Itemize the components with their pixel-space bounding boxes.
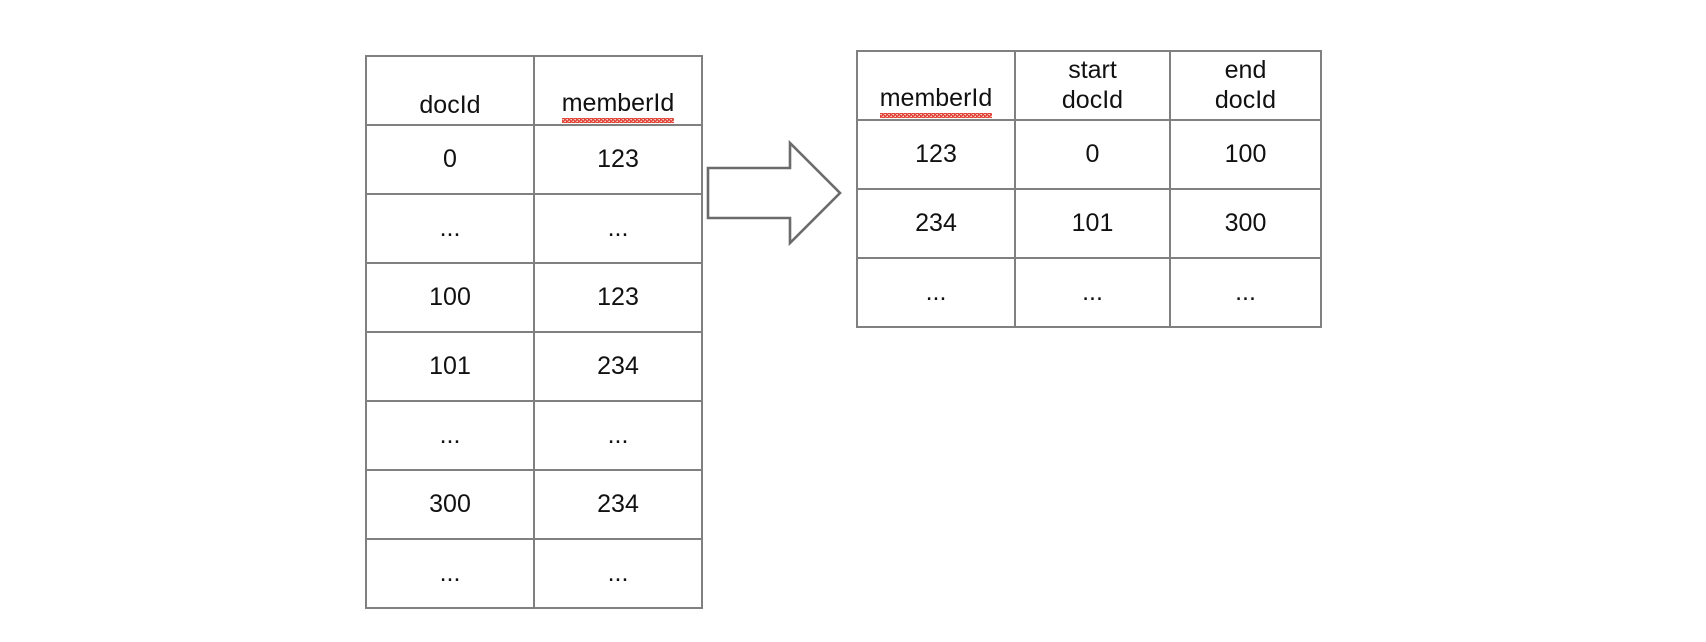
block-arrow-right-icon bbox=[706, 139, 842, 247]
table-row: ... ... bbox=[365, 400, 703, 471]
column-header-end-docid: end docId bbox=[1169, 50, 1322, 121]
table-row: 300 234 bbox=[365, 469, 703, 540]
cell-end-docid: 100 bbox=[1169, 119, 1322, 190]
block-arrow-right-svg bbox=[706, 139, 842, 247]
cell-memberid: ... bbox=[533, 193, 703, 264]
table-row: 100 123 bbox=[365, 262, 703, 333]
cell-memberid: ... bbox=[533, 538, 703, 609]
cell-memberid: 123 bbox=[533, 124, 703, 195]
column-header-start-docid: start docId bbox=[1014, 50, 1171, 121]
cell-start-docid: 0 bbox=[1014, 119, 1171, 190]
cell-docid: 100 bbox=[365, 262, 535, 333]
cell-memberid: 123 bbox=[856, 119, 1016, 190]
cell-memberid: 123 bbox=[533, 262, 703, 333]
column-header-memberid-label: memberId bbox=[561, 89, 674, 122]
cell-memberid: 234 bbox=[533, 469, 703, 540]
cell-memberid: ... bbox=[856, 257, 1016, 328]
cell-end-docid: 300 bbox=[1169, 188, 1322, 259]
cell-docid: ... bbox=[365, 193, 535, 264]
table-row: ... ... bbox=[365, 538, 703, 609]
table-row: 0 123 bbox=[365, 124, 703, 195]
table-header-row: memberId start docId end docId bbox=[856, 50, 1322, 121]
column-header-memberid: memberId bbox=[533, 55, 703, 126]
cell-docid: 0 bbox=[365, 124, 535, 195]
cell-start-docid: 101 bbox=[1014, 188, 1171, 259]
cell-memberid: ... bbox=[533, 400, 703, 471]
column-header-memberid: memberId bbox=[856, 50, 1016, 121]
table-row: ... ... ... bbox=[856, 257, 1322, 328]
cell-memberid: 234 bbox=[856, 188, 1016, 259]
cell-memberid: 234 bbox=[533, 331, 703, 402]
cell-docid: ... bbox=[365, 400, 535, 471]
cell-docid: 101 bbox=[365, 331, 535, 402]
source-table: docId memberId 0 123 ... ... 100 123 101… bbox=[365, 55, 703, 609]
cell-start-docid: ... bbox=[1014, 257, 1171, 328]
cell-docid: 300 bbox=[365, 469, 535, 540]
cell-docid: ... bbox=[365, 538, 535, 609]
table-row: 234 101 300 bbox=[856, 188, 1322, 259]
arrow-outline bbox=[706, 139, 842, 247]
column-header-docid-label: docId bbox=[419, 90, 481, 119]
cell-end-docid: ... bbox=[1169, 257, 1322, 328]
column-header-docid: docId bbox=[365, 55, 535, 126]
table-header-row: docId memberId bbox=[365, 55, 703, 126]
column-header-memberid-label: memberId bbox=[879, 84, 992, 117]
table-row: 123 0 100 bbox=[856, 119, 1322, 190]
result-table: memberId start docId end docId 123 0 100… bbox=[856, 50, 1322, 328]
table-row: 101 234 bbox=[365, 331, 703, 402]
table-row: ... ... bbox=[365, 193, 703, 264]
